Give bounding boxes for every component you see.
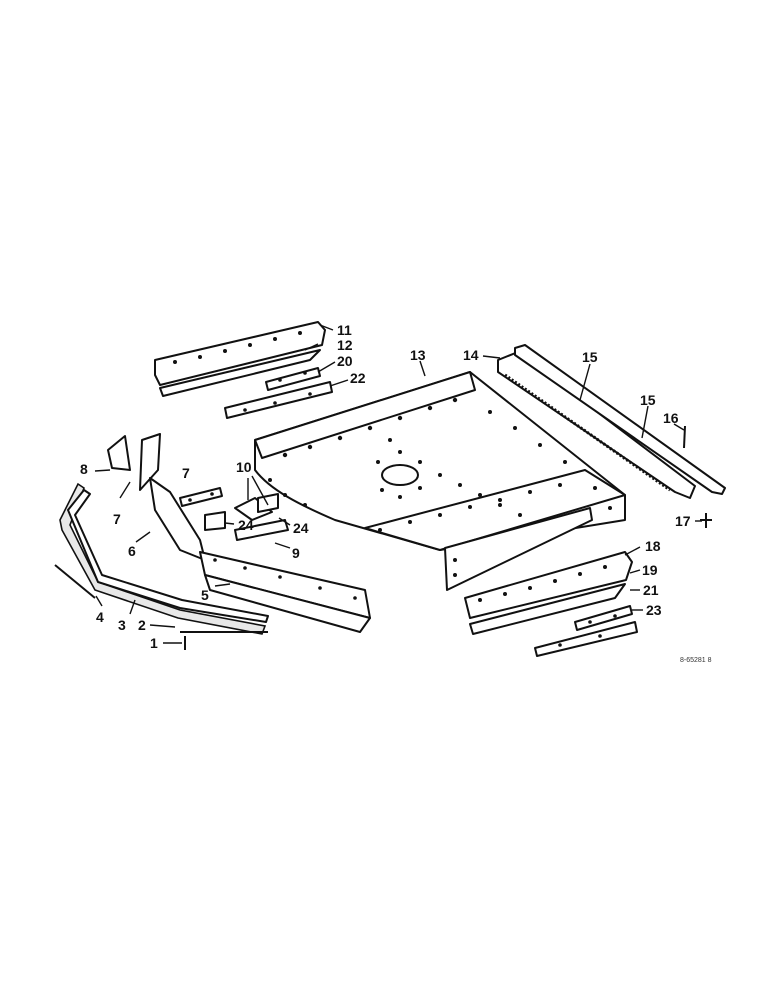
- callout-24-right: 24: [293, 520, 309, 536]
- center-hole: [381, 464, 419, 486]
- callout-4: 4: [96, 609, 104, 625]
- callout-11: 11: [337, 322, 352, 338]
- callout-14: 14: [463, 347, 479, 363]
- callout-23: 23: [646, 602, 662, 618]
- reference-code: 8-65281 8: [680, 657, 712, 664]
- callout-20: 20: [337, 353, 353, 369]
- callout-24-left: 24: [238, 517, 254, 533]
- left-front-assembly: [54, 433, 371, 635]
- callout-labels: 11 12 20 22 13 14 15 15 16 17 18 19 21 2…: [80, 322, 712, 664]
- callout-5: 5: [201, 587, 209, 603]
- callout-1: 1: [150, 635, 158, 651]
- callout-15: 15: [582, 349, 598, 365]
- callout-8: 8: [80, 461, 88, 477]
- right-rails: [497, 344, 726, 528]
- callout-18: 18: [645, 538, 661, 554]
- leader-lines: [94, 324, 702, 650]
- upper-left-plates: [154, 321, 333, 419]
- main-pan: [254, 371, 626, 551]
- callout-2: 2: [138, 617, 146, 633]
- callout-15b: 15: [640, 392, 656, 408]
- callout-22: 22: [350, 370, 366, 386]
- callout-21: 21: [643, 582, 659, 598]
- callout-12: 12: [337, 337, 353, 353]
- lower-right-plates: [444, 507, 638, 657]
- callout-13: 13: [410, 347, 426, 363]
- callout-10: 10: [236, 459, 252, 475]
- callout-9: 9: [292, 545, 300, 561]
- callout-16: 16: [663, 410, 679, 426]
- callout-7-top: 7: [182, 465, 190, 481]
- callout-6: 6: [128, 543, 136, 559]
- callout-7: 7: [113, 511, 121, 527]
- callout-3: 3: [118, 617, 126, 633]
- callout-19: 19: [642, 562, 658, 578]
- callout-17: 17: [675, 513, 691, 529]
